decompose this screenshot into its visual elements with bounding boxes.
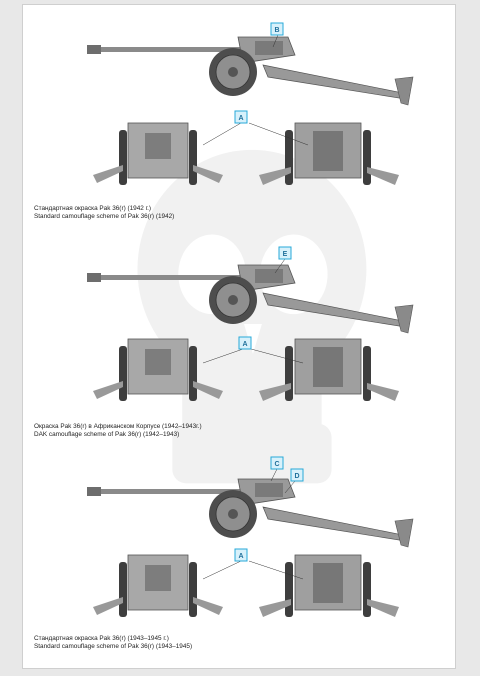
side-view [87, 478, 414, 548]
caption-ru: Окраска Pak 36(r) в Африканском Корпусе … [34, 423, 202, 430]
callout-label: B [274, 27, 279, 34]
callout-label: E [283, 251, 288, 258]
side-view [87, 36, 414, 106]
rear-view [259, 338, 399, 401]
scheme-1-art: B [87, 22, 414, 185]
caption: Окраска Pak 36(r) в Африканском Корпусе … [34, 423, 202, 439]
callout-bottom-a: A [202, 110, 309, 146]
rear-view [259, 554, 399, 617]
callout-top-e: E [274, 246, 292, 274]
callout-top-d: D [284, 468, 304, 494]
side-view [87, 264, 414, 334]
caption: Стандартная окраска Pak 36(r) (1943–1945… [34, 635, 192, 651]
caption-ru: Стандартная окраска Pak 36(r) (1942 г.) [34, 205, 152, 212]
caption: Стандартная окраска Pak 36(r) (1942 г.) … [34, 205, 174, 221]
scheme-2-art: E A [87, 246, 414, 401]
rear-view [259, 122, 399, 185]
callout-bottom-a: A [202, 336, 304, 364]
callout-label: A [238, 553, 243, 560]
callout-bottom-a: A [202, 548, 304, 580]
callout-label: D [294, 473, 299, 480]
callout-top-b: B [270, 22, 284, 48]
caption-en: Standard camouflage scheme of Pak 36(r) … [34, 643, 193, 650]
callout-label: A [242, 341, 247, 348]
callout-label: A [238, 115, 243, 122]
front-view [93, 122, 223, 185]
caption-ru: Стандартная окраска Pak 36(r) (1943–1945… [34, 635, 169, 642]
callout-label: C [274, 461, 279, 468]
instruction-sheet: B [22, 4, 456, 669]
caption-en: Standard camouflage scheme of Pak 36(r) … [34, 213, 175, 220]
front-view [93, 338, 223, 401]
callout-top-c: C [270, 456, 284, 482]
front-view [93, 554, 223, 617]
caption-en: DAK camouflage scheme of Pak 36(r) (1942… [34, 431, 180, 438]
scheme-3-art: C D [87, 456, 414, 617]
